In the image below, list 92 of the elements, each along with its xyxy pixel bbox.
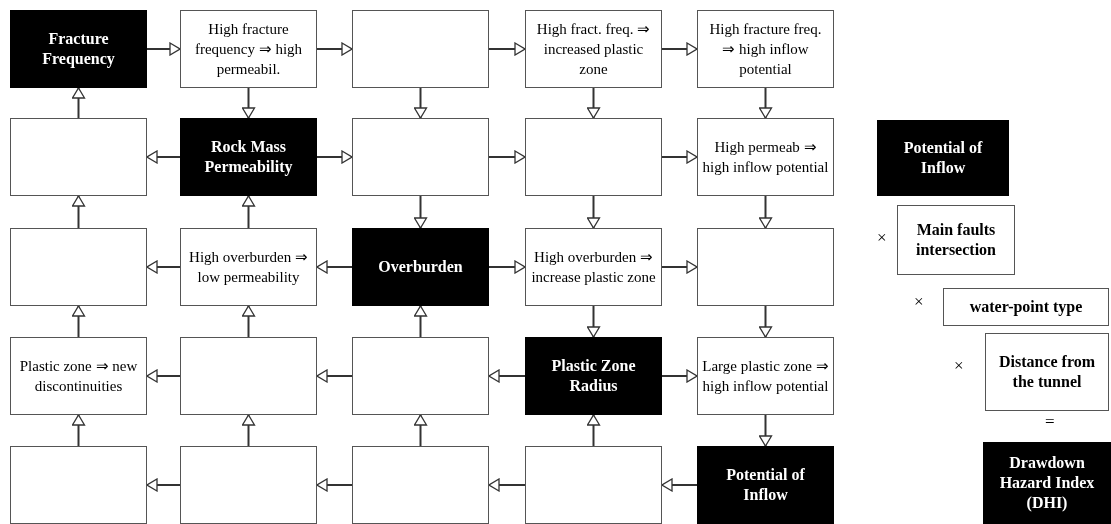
box-text: High fracture freq. ⇒ high inflow potential	[708, 20, 823, 79]
interaction-box	[180, 228, 317, 306]
empty-box	[180, 446, 317, 524]
arrow	[241, 414, 256, 447]
box-text: Drawdown Hazard Index (DHI)	[998, 453, 1096, 513]
arrow	[586, 87, 601, 119]
arrow	[661, 150, 698, 164]
factor-box	[697, 446, 834, 524]
arrow	[488, 369, 526, 383]
interaction-box	[697, 10, 834, 88]
interaction-box	[943, 288, 1109, 326]
arrow	[413, 305, 428, 338]
empty-box	[525, 446, 662, 524]
empty-box	[10, 118, 147, 196]
arrow	[146, 150, 181, 164]
box-text: High overburden ⇒ increase plastic zone	[530, 248, 657, 287]
empty-box	[10, 228, 147, 306]
interaction-box	[697, 118, 834, 196]
empty-box	[525, 118, 662, 196]
box-text: High fract. freq. ⇒ increased plastic zone	[535, 20, 652, 79]
operator-sign: ×	[914, 292, 924, 312]
interaction-box	[697, 337, 834, 415]
box-text: Main faults intersection	[915, 220, 997, 260]
factor-box	[180, 118, 317, 196]
box-text: High permeab ⇒ high inflow potential	[701, 138, 830, 177]
box-text: Potential of Inflow	[725, 465, 806, 505]
interaction-box	[525, 10, 662, 88]
arrow	[758, 305, 773, 338]
arrow	[316, 478, 353, 492]
interaction-box	[897, 205, 1015, 275]
factor-box	[525, 337, 662, 415]
empty-box	[180, 337, 317, 415]
factor-box	[983, 442, 1111, 524]
arrow	[661, 369, 698, 383]
box-text: Plastic zone ⇒ new discontinuities	[18, 357, 139, 396]
box-text: Overburden	[377, 257, 464, 277]
arrow	[316, 260, 353, 274]
arrow	[146, 478, 181, 492]
box-text: High overburden ⇒ low permeability	[188, 248, 309, 287]
arrow	[71, 414, 86, 447]
arrow	[146, 42, 181, 56]
arrow	[241, 305, 256, 338]
box-text: water-point type	[968, 297, 1084, 317]
box-text: Rock Mass Permeability	[203, 137, 294, 177]
arrow	[413, 87, 428, 119]
arrow	[758, 87, 773, 119]
arrow	[316, 150, 353, 164]
factor-box	[10, 10, 147, 88]
arrow	[758, 195, 773, 229]
arrow	[241, 195, 256, 229]
interaction-box	[10, 337, 147, 415]
box-text: Distance from the tunnel	[997, 352, 1097, 392]
arrow	[71, 195, 86, 229]
empty-box	[352, 118, 489, 196]
arrow	[146, 260, 181, 274]
arrow	[586, 195, 601, 229]
arrow	[758, 414, 773, 447]
arrow	[316, 42, 353, 56]
arrow	[661, 478, 698, 492]
arrow	[71, 305, 86, 338]
box-text: Plastic Zone Radius	[550, 356, 637, 396]
empty-box	[352, 10, 489, 88]
arrow	[413, 195, 428, 229]
operator-sign: =	[1045, 412, 1055, 432]
empty-box	[352, 446, 489, 524]
arrow	[146, 369, 181, 383]
arrow	[241, 87, 256, 119]
box-text: Potential of Inflow	[902, 138, 984, 178]
box-text: Large plastic zone ⇒ high inflow potential	[701, 357, 830, 396]
arrow	[316, 369, 353, 383]
interaction-box	[525, 228, 662, 306]
interaction-box	[180, 10, 317, 88]
arrow	[586, 414, 601, 447]
arrow	[586, 305, 601, 338]
arrow	[71, 87, 86, 119]
operator-sign: ×	[954, 356, 964, 376]
arrow	[488, 260, 526, 274]
box-text: High fracture frequency ⇒ high permeabil.	[193, 20, 304, 79]
arrow	[488, 42, 526, 56]
box-text: Fracture Frequency	[41, 29, 116, 69]
arrow	[413, 414, 428, 447]
factor-box	[877, 120, 1009, 196]
arrow	[488, 150, 526, 164]
arrow	[488, 478, 526, 492]
operator-sign: ×	[877, 228, 887, 248]
empty-box	[10, 446, 147, 524]
empty-box	[352, 337, 489, 415]
empty-box	[697, 228, 834, 306]
arrow	[661, 42, 698, 56]
interaction-box	[985, 333, 1109, 411]
arrow	[661, 260, 698, 274]
factor-box	[352, 228, 489, 306]
